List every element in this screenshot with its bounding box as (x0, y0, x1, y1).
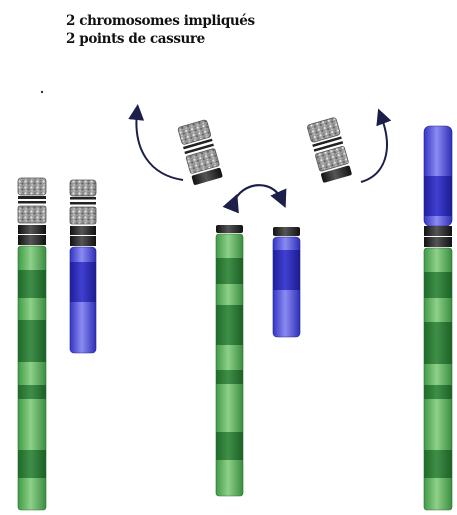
dot-mark (41, 91, 43, 93)
curved-arrow-icon (361, 116, 387, 182)
green-chromosome-original (18, 178, 46, 510)
translocated-chromosome (424, 126, 452, 510)
swap-arrow-icon (234, 185, 282, 202)
blue-chromosome-original (70, 180, 96, 353)
green-chromosome-broken (216, 225, 243, 496)
curved-arrow-icon (136, 112, 183, 180)
detached-fragment-left (178, 119, 223, 185)
blue-chromosome-broken (273, 227, 300, 337)
detached-fragment-right (307, 117, 352, 183)
